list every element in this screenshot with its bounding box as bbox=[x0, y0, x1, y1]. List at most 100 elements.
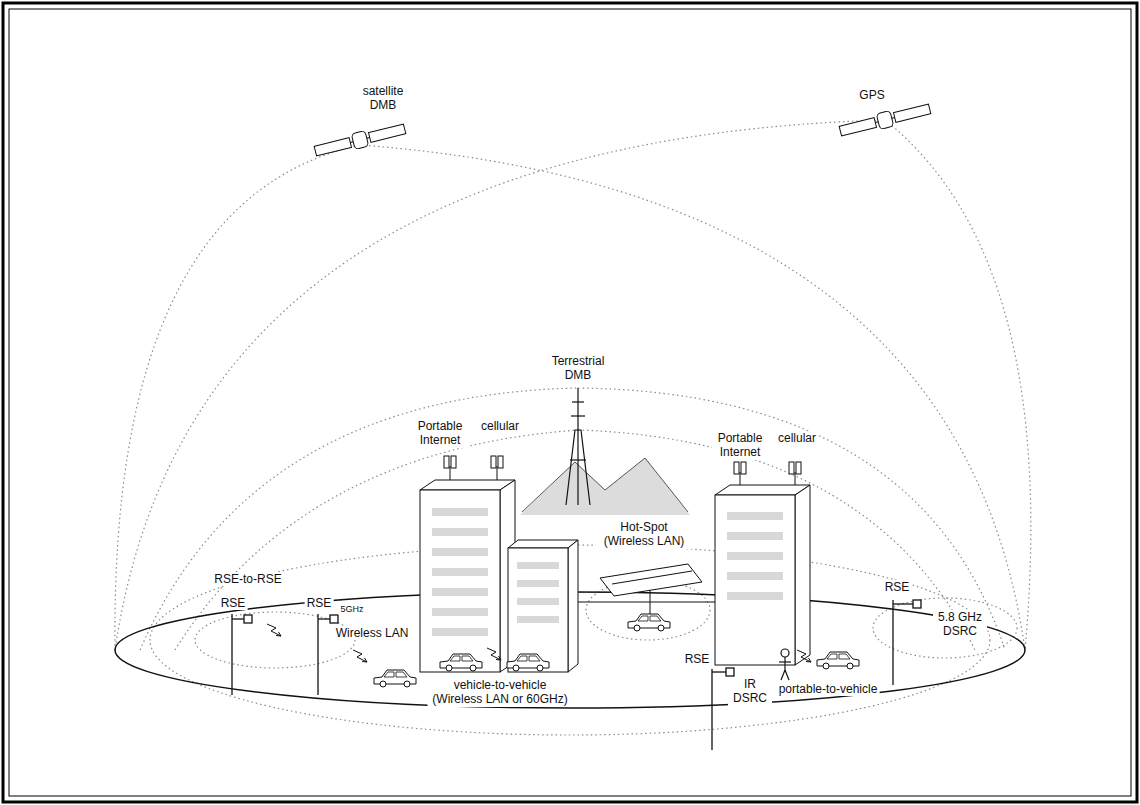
coverage-arc bbox=[115, 145, 360, 650]
pedestrian bbox=[784, 657, 785, 670]
pedestrian bbox=[779, 661, 791, 662]
diagram-label: cellular bbox=[479, 419, 521, 433]
vehicle bbox=[507, 654, 549, 671]
building bbox=[432, 628, 488, 636]
radio-link bbox=[267, 624, 281, 636]
pedestrian bbox=[781, 649, 789, 657]
broadcast-tower bbox=[566, 388, 590, 505]
picture-frame bbox=[3, 3, 1137, 802]
building bbox=[517, 562, 559, 569]
building bbox=[432, 568, 488, 576]
building bbox=[727, 572, 783, 580]
broadcast-tower bbox=[577, 388, 578, 505]
hot-spot-unit bbox=[628, 614, 670, 631]
diagram-label: 5.8 GHz DSRC bbox=[933, 610, 987, 639]
building bbox=[795, 485, 810, 665]
hot-spot-unit bbox=[600, 564, 702, 631]
roadside-unit bbox=[330, 615, 338, 623]
radio-link bbox=[353, 650, 367, 662]
diagram-label: RSE bbox=[683, 652, 712, 666]
pedestrian bbox=[779, 649, 791, 680]
building bbox=[517, 598, 559, 605]
roadside-unit bbox=[244, 615, 252, 623]
building bbox=[432, 588, 488, 596]
roadside-unit bbox=[893, 603, 913, 604]
radio-link bbox=[487, 648, 501, 660]
building bbox=[508, 548, 568, 672]
building bbox=[517, 616, 559, 623]
antenna bbox=[796, 462, 801, 474]
building bbox=[715, 485, 810, 495]
building bbox=[420, 480, 515, 490]
hot-spot-unit bbox=[650, 588, 651, 614]
building bbox=[727, 512, 783, 600]
building bbox=[568, 540, 578, 672]
diagram-label: Portable Internet bbox=[412, 419, 468, 448]
building bbox=[517, 562, 559, 623]
roadside-unit bbox=[913, 600, 921, 608]
diagram-label: RSE bbox=[305, 596, 334, 610]
pedestrian bbox=[785, 670, 789, 680]
building bbox=[432, 508, 488, 636]
building bbox=[420, 480, 810, 672]
building bbox=[517, 580, 559, 587]
diagram-label: Hot-Spot (Wireless LAN) bbox=[596, 520, 692, 549]
building bbox=[432, 508, 488, 516]
satellite bbox=[893, 104, 930, 122]
roadside-unit bbox=[232, 600, 921, 750]
vehicle bbox=[440, 654, 482, 671]
network-cable bbox=[578, 602, 715, 603]
diagram-label: GPS bbox=[857, 88, 886, 102]
satellite bbox=[876, 111, 893, 130]
antenna bbox=[491, 456, 496, 468]
broadcast-tower bbox=[572, 401, 584, 402]
building bbox=[715, 495, 795, 665]
diagram-label: vehicle-to-vehicle (Wireless LAN or 60GH… bbox=[428, 678, 573, 707]
building bbox=[420, 490, 500, 672]
mountain bbox=[522, 458, 688, 512]
satellite bbox=[839, 118, 876, 136]
diagram-label: satellite DMB bbox=[356, 84, 410, 113]
satellite bbox=[368, 124, 405, 142]
coverage-arc bbox=[195, 612, 355, 668]
picture-frame bbox=[3, 3, 1137, 802]
diagram-label: RSE bbox=[219, 596, 248, 610]
building bbox=[432, 528, 488, 536]
antenna bbox=[451, 456, 456, 468]
broadcast-tower bbox=[566, 430, 590, 505]
coverage-arc bbox=[175, 430, 578, 650]
satellite bbox=[838, 101, 931, 139]
roadside-unit bbox=[711, 669, 712, 750]
mountain bbox=[520, 458, 690, 515]
diagram-label: RSE-to-RSE bbox=[212, 572, 283, 586]
mountain bbox=[520, 458, 690, 515]
vehicle bbox=[817, 652, 859, 669]
hot-spot-unit bbox=[612, 571, 692, 584]
building bbox=[508, 540, 578, 548]
diagram-label: RSE bbox=[883, 580, 912, 594]
vehicle bbox=[374, 670, 416, 687]
roadside-unit bbox=[318, 618, 330, 619]
broadcast-tower bbox=[570, 459, 586, 460]
diagram-label: Portable Internet bbox=[712, 431, 768, 460]
coverage-arc bbox=[885, 120, 1031, 650]
satellite bbox=[351, 131, 368, 150]
roadside-unit bbox=[892, 600, 893, 685]
diagram-label: 5GHz bbox=[338, 604, 365, 615]
roadside-unit bbox=[726, 668, 734, 676]
satellite bbox=[313, 121, 406, 159]
antenna bbox=[444, 456, 449, 468]
antenna bbox=[741, 462, 746, 474]
antenna bbox=[789, 462, 794, 474]
roadside-unit bbox=[231, 614, 232, 695]
pedestrian bbox=[781, 670, 785, 680]
diagram-label: Wireless LAN bbox=[334, 626, 411, 640]
radio-link bbox=[797, 650, 811, 662]
diagram-label: cellular bbox=[776, 431, 818, 445]
building bbox=[432, 608, 488, 616]
building bbox=[727, 512, 783, 520]
network-cable bbox=[578, 602, 715, 603]
coverage-arc bbox=[115, 120, 1031, 735]
coverage-arc bbox=[873, 598, 1017, 658]
